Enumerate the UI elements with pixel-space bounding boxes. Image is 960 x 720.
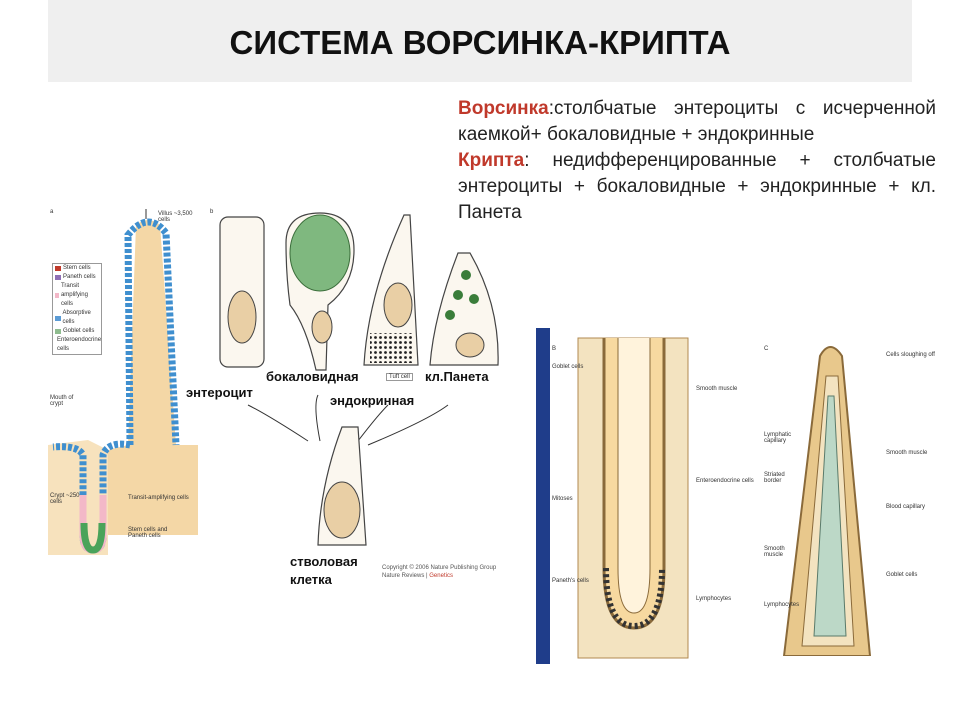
- description: Ворсинка:столбчатые энтероциты с исчерче…: [458, 96, 936, 226]
- mouth-of-crypt-label: Mouth of crypt: [50, 395, 74, 407]
- legend-item: Transit amplifying cells: [53, 282, 101, 309]
- copyright-text: Copyright © 2006 Nature Publishing Group: [382, 565, 497, 571]
- paneth-granule: [461, 270, 471, 280]
- left-label: Mitoses: [552, 496, 573, 502]
- endocrine-granules: [370, 333, 414, 363]
- crypt-lumen: [617, 338, 651, 614]
- villus-text: :столбчатые энтероциты с исчерченной кае…: [458, 98, 936, 145]
- villus-crypt-drawing: [48, 209, 198, 555]
- left-label: Lymphocytes: [764, 602, 800, 608]
- lacteal: [813, 395, 847, 637]
- crypt-text: : недифференцированные + столбчатые энте…: [458, 150, 936, 223]
- crypt-count-label: Crypt ~250 cells: [50, 493, 80, 505]
- legend-item: Stem cells: [53, 264, 101, 273]
- panel-a-letter: a: [50, 209, 54, 215]
- villus-histology-drawing: [782, 346, 872, 657]
- title-bar: СИСТЕМА ВОРСИНКА-КРИПТА: [48, 0, 912, 82]
- transit-amplifying-label: Transit-amplifying cells: [128, 495, 189, 501]
- paneth-granule: [445, 310, 455, 320]
- villus-epithelium: [124, 218, 180, 446]
- legend-swatch: [55, 275, 61, 280]
- legend-item: Paneth cells: [53, 273, 101, 282]
- legend-label: Goblet cells: [63, 328, 95, 334]
- paneth-granule: [469, 294, 479, 304]
- right-label: Cells sloughing off: [886, 352, 935, 358]
- legend-item: Enteroendocrine cells: [53, 336, 101, 354]
- legend-label: Transit amplifying cells: [60, 283, 88, 307]
- legend-swatch: [55, 293, 59, 298]
- legend-swatch: [55, 266, 61, 271]
- enterocyte-nucleus: [227, 290, 257, 344]
- legend-label: Enteroendocrine cells: [57, 337, 102, 352]
- lamina-propria: [108, 220, 198, 535]
- goblet-label: бокаловидная: [266, 369, 359, 384]
- left-label: Paneth's cells: [552, 578, 589, 584]
- differentiation-arrow: [315, 394, 321, 442]
- crypt-paragraph: Крипта: недифференцированные + столбчаты…: [458, 148, 936, 226]
- legend-item: Goblet cells: [53, 327, 101, 336]
- crypt-histology-drawing: [536, 328, 689, 664]
- stem-zone: [80, 522, 106, 554]
- paneth-label: кл.Панета: [425, 369, 489, 384]
- panel-d-letter: C: [764, 346, 769, 352]
- right-label: Smooth muscle: [886, 450, 928, 456]
- right-label: Enteroendocrine cells: [696, 478, 754, 484]
- paneth-granule: [453, 290, 463, 300]
- left-label: Striated border: [764, 472, 785, 484]
- left-label: Lymphatic capillary: [764, 432, 792, 444]
- neighbour-villus: [48, 440, 108, 555]
- stem-cell-nucleus: [323, 481, 361, 539]
- slide-title: СИСТЕМА ВОРСИНКА-КРИПТА: [229, 24, 731, 61]
- crypt-histology: B Goblet cells Mitoses Paneth's cells Sm…: [536, 328, 762, 664]
- cell-types-diagram: b энтероцит бокаловидная Tuft cell кл.Па…: [186, 205, 508, 590]
- crypt-term: Крипта: [458, 150, 525, 171]
- goblet-mucin-granules: [289, 214, 351, 292]
- legend-label: Absorptive cells: [62, 310, 91, 325]
- panel-c-letter: B: [552, 346, 557, 352]
- villus-histology: C Lymphatic capillary Striated border Sm…: [762, 336, 946, 657]
- endocrine-label: эндокринная: [330, 393, 415, 408]
- endocrine-nucleus: [383, 282, 413, 328]
- paneth-nucleus: [455, 332, 485, 358]
- differentiation-arrow: [357, 404, 389, 442]
- panel-b-letter: b: [210, 209, 214, 215]
- enterocyte-label: энтероцит: [186, 385, 253, 400]
- differentiation-arrow: [247, 404, 309, 442]
- sidebar-strip: [536, 328, 550, 664]
- villus-term: Ворсинка: [458, 98, 549, 119]
- legend-item: Absorptive cells: [53, 309, 101, 327]
- copyright-note: Copyright © 2006 Nature Publishing Group…: [382, 564, 502, 580]
- journal-line: Nature Reviews | Genetics: [382, 573, 453, 579]
- right-label: Lymphocytes: [696, 596, 732, 602]
- stem-paneth-label: Stem cells and Paneth cells: [128, 527, 168, 539]
- crypt-epithelium: [52, 440, 131, 554]
- journal-section: Genetics: [429, 573, 453, 579]
- journal-name: Nature Reviews: [382, 573, 425, 579]
- cell-types-drawing: [219, 212, 499, 546]
- villus-count-label: Villus ~3,500 cells: [158, 211, 193, 223]
- right-label: Blood capillary: [886, 504, 926, 510]
- goblet-nucleus: [311, 310, 333, 344]
- legend-swatch: [55, 329, 61, 334]
- stem-cell-label: стволовая клетка: [290, 554, 358, 587]
- right-label: Goblet cells: [886, 572, 918, 578]
- right-label: Smooth muscle: [696, 386, 738, 392]
- legend-label: Paneth cells: [63, 274, 96, 280]
- villus-paragraph: Ворсинка:столбчатые энтероциты с исчерче…: [458, 96, 936, 148]
- differentiation-arrow: [367, 404, 449, 446]
- left-label: Goblet cells: [552, 364, 584, 370]
- legend-swatch: [55, 315, 61, 321]
- legend-label: Stem cells: [63, 265, 91, 271]
- left-label: Smooth muscle: [764, 546, 785, 558]
- tuft-cell-label: Tuft cell: [386, 373, 413, 381]
